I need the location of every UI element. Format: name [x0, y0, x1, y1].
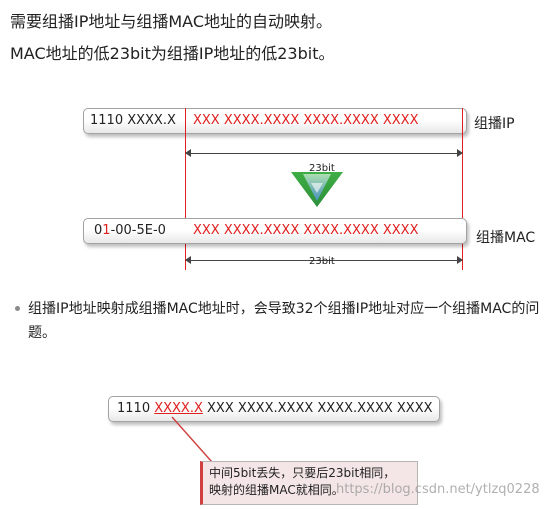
- callout-line-2: 映射的组播MAC就相同。: [209, 483, 344, 497]
- mac-prefix-red-digit: 1: [102, 223, 111, 238]
- bottom-ip-bar: 1110 XXXX.X XXX XXXX.XXXX XXXX.XXXX XXXX: [108, 396, 440, 422]
- heading-line-1: 需要组播IP地址与组播MAC地址的自动映射。: [10, 12, 333, 31]
- ip-row-label: 组播IP: [474, 116, 515, 132]
- lost-bits: XXXX.X: [154, 401, 203, 416]
- bullet-text: 组播IP地址映射成组播MAC地址时，会导致32个组播IP地址对应一个组播MAC的…: [28, 301, 540, 341]
- bottom-ip-bits: 1110 XXXX.X XXX XXXX.XXXX XXXX.XXXX XXXX: [117, 401, 433, 416]
- mac-prefix-bits: 01-00-5E-0: [94, 223, 166, 238]
- callout-note: 中间5bit丢失，只要后23bit相同， 映射的组播MAC就相同。: [200, 461, 418, 505]
- mac-prefix-part-2: -00-5E-0: [110, 223, 166, 238]
- callout-line-1: 中间5bit丢失，只要后23bit相同，: [209, 466, 396, 480]
- boundary-line-left: [185, 108, 186, 270]
- heading-line-2: MAC地址的低23bit为组播IP地址的低23bit。: [10, 44, 335, 63]
- ip-prefix-bits: 1110 XXXX.X: [90, 113, 176, 128]
- watermark: https://blog.csdn.net/ytlzq0228: [336, 482, 540, 497]
- arrow-right-icon: [457, 256, 463, 264]
- mac-low-23-bits: XXX XXXX.XXXX XXXX.XXXX XXXX: [193, 223, 419, 238]
- ip-low-23-bits: XXX XXXX.XXXX XXXX.XXXX XXXX: [193, 113, 419, 128]
- mac-measure-label: 23bit: [309, 256, 335, 267]
- bottom-lead-bits: 1110: [117, 401, 155, 416]
- ip-measure-line: [186, 153, 462, 154]
- mac-address-bar: 01-00-5E-0 XXX XXXX.XXXX XXXX.XXXX XXXX: [83, 218, 467, 244]
- ip-measure-label: 23bit: [309, 163, 335, 174]
- mac-row-label: 组播MAC: [476, 230, 536, 246]
- arrow-right-icon: [457, 149, 463, 157]
- bullet-dot-icon: [15, 306, 20, 311]
- mac-measure-line: [186, 260, 462, 261]
- arrow-left-icon: [185, 256, 191, 264]
- arrow-left-icon: [185, 149, 191, 157]
- mac-prefix-part-1: 0: [94, 223, 103, 238]
- mac-23bit-measure: [185, 254, 463, 266]
- mapping-down-arrow-icon: [291, 172, 343, 207]
- ip-23bit-measure: [185, 147, 463, 159]
- ip-address-bar: 1110 XXXX.X XXX XXXX.XXXX XXXX.XXXX XXXX: [83, 108, 467, 134]
- bottom-rest-bits: XXX XXXX.XXXX XXXX.XXXX XXXX: [202, 401, 433, 416]
- boundary-line-right: [462, 108, 463, 270]
